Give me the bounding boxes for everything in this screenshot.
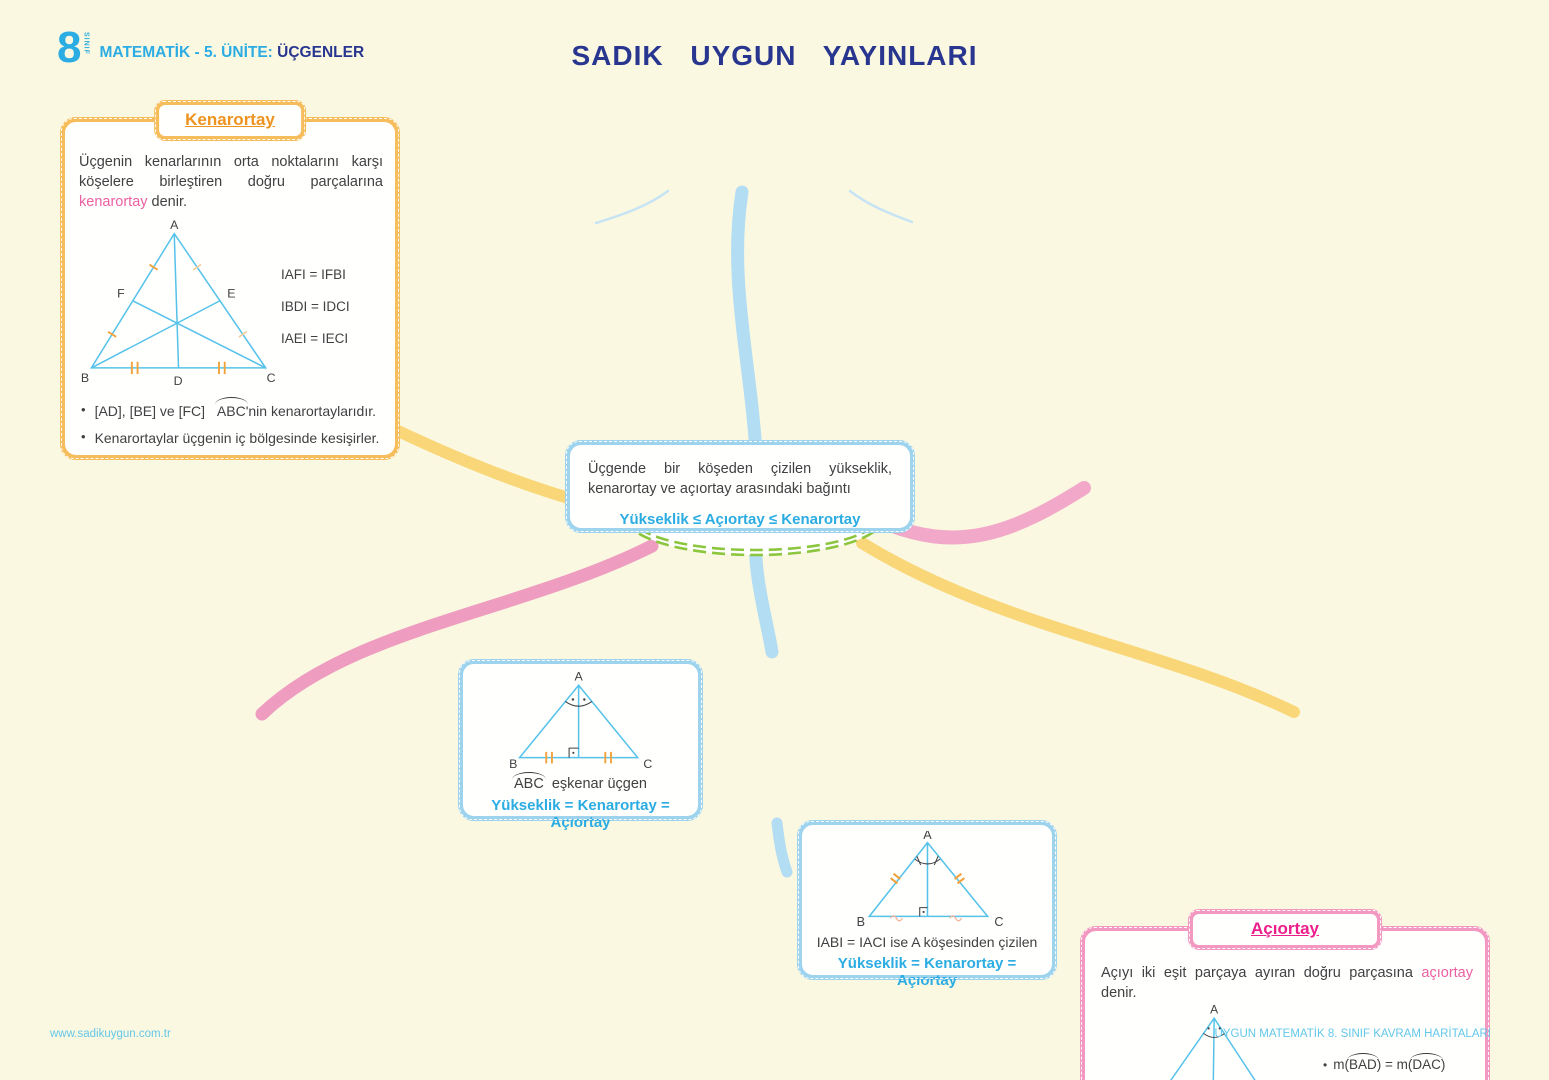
equilateral-formula: Yükseklik = Kenarortay = Açıortay [491,797,670,831]
vertex-label: A [574,670,583,683]
isosceles-box: A B C IABI = IACI ise A köşesinden çizil… [797,820,1057,989]
bisector-formulas: m(BAD) = m(DAC) m(ABE) = m(EBC) m(BCF) =… [1323,1052,1445,1080]
equilateral-box: A B C ABC eşkenar üçgen Yükseklik = Kena… [458,659,703,831]
kenarortay-definition: Üçgenin kenarlarının orta noktalarını ka… [79,154,383,210]
note-line: Kenarortaylar üçgenin iç bölgesinde kesi… [79,428,383,448]
aciortay-box: Açıortay Açıyı iki eşit parçaya ayıran d… [1080,909,1490,1080]
equilateral-caption: ABC eşkenar üçgen [512,772,647,792]
angle-arc [564,701,592,707]
vertex-label: F [117,286,125,300]
unit-topic: ÜÇGENLER [277,44,365,61]
vertex-label: A [1210,1005,1219,1017]
vertex-label: E [227,286,235,300]
kenarortay-term: kenarortay [79,194,148,210]
bisector-triangle-lines [1170,1016,1256,1080]
aciortay-box-title: Açıortay [1187,909,1383,950]
unit-title: MATEMATİK - 5. ÜNİTE: ÜÇGENLER [99,44,364,62]
equation: IBDI = IDCI [281,298,350,314]
triangle-lines [517,684,639,759]
triangle-lines [867,841,990,918]
aciortay-definition: Açıyı iki eşit parçaya ayıran doğru parç… [1101,965,1473,1001]
right-angle-dot [571,751,574,754]
bisector-triangle-diagram: A B C D F E [1170,1005,1256,1080]
isosceles-triangle-diagram: A B C [857,828,1004,929]
grade-word: SINIF [82,32,90,55]
vertex-label: C [994,915,1003,928]
footer-site-url: www.sadikuygun.com.tr [50,1028,171,1040]
angle-arcs [1203,1033,1225,1038]
grade-number: 8 [57,23,82,72]
tick-marks [107,263,226,375]
angle-hat: ABC [512,772,546,792]
kenarortay-box-title: Kenarortay [154,100,306,141]
angle-hat: DAC [1410,1052,1443,1072]
aciortay-term: açıortay [1421,965,1473,981]
relation-text: Üçgende bir köşeden çizilen yükseklik, k… [588,461,892,497]
equilateral-triangle-diagram: A B C [509,669,652,771]
equation: IAEI = IECI [281,330,349,346]
formula: m(BAD) = m(DAC) [1323,1052,1445,1072]
kenarortay-notes: [AD], [BE] ve [FC] ABC'nin kenarortaylar… [79,396,383,449]
right-angle-mark [568,747,579,758]
isosceles-formula: Yükseklik = Kenarortay = Açıortay [837,955,1017,989]
vertex-label: B [857,915,865,928]
vertex-label: D [174,374,183,388]
equation: IAFI = IFBI [281,266,346,282]
right-angle-mark [919,907,928,917]
unit-prefix: MATEMATİK - 5. ÜNİTE: [99,44,278,61]
median-triangle-lines [90,232,268,369]
angle-arc [914,858,941,865]
footer-series-title: UYGUN MATEMATİK 8. SINIF KAVRAM HARİTALA… [1214,1028,1491,1040]
vertex-label: C [643,757,652,770]
base-squiggles [890,915,963,922]
angle-ticks [916,856,939,866]
kenarortay-box: Kenarortay Üçgenin kenarlarının orta nok… [60,100,400,460]
angle-hat: ABC [214,396,248,421]
vertex-label: B [509,757,517,770]
right-angle-dot [922,910,925,914]
median-equations: IAFI = IFBI IBDI = IDCI IAEI = IECI [281,267,350,346]
isosceles-caption: IABI = IACI ise A köşesinden çizilen [816,934,1038,950]
side-tick-marks [889,872,966,885]
header: 8 SINIF MATEMATİK - 5. ÜNİTE: ÜÇGENLER [57,23,364,72]
vertex-label: A [170,218,179,232]
relation-box: Üçgende bir köşeden çizilen yükseklik, k… [565,440,915,533]
median-triangle-diagram: A F E B D C [81,218,276,388]
angle-hat: BAD [1346,1052,1379,1072]
vertex-label: A [923,831,932,842]
publisher-title: SADIK UYGUN YAYINLARI [571,40,978,71]
tick-marks [544,751,612,764]
note-line: [AD], [BE] ve [FC] ABC'nin kenarortaylar… [79,396,383,421]
tick-marks-light [192,263,248,338]
vertex-label: C [267,371,276,385]
relation-formula: Yükseklik ≤ Açıortay ≤ Kenarortay [619,511,861,528]
vertex-label: B [81,371,89,385]
